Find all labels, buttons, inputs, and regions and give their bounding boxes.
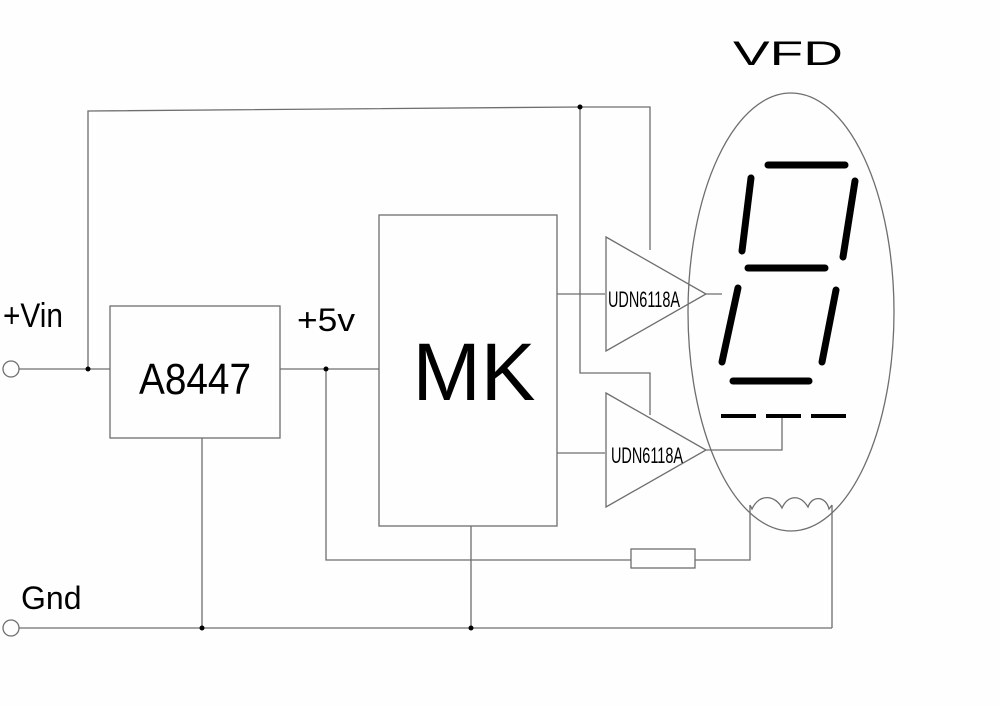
mcu-box [378,214,558,527]
junction-gnd-mk [468,625,474,631]
regulator-label: A8447 [139,355,251,404]
junction-top [577,104,583,110]
segment-b [839,177,859,261]
vfd-filament [749,496,833,511]
v5-label: +5v [297,302,355,338]
segment-e [718,284,742,366]
driver-bottom-label: UDN6118A [611,443,683,468]
junction-gnd-regulator [199,625,205,631]
vfd-envelope [687,92,895,532]
gnd-terminal [2,619,20,637]
driver-bottom-triangle [605,391,708,509]
gnd-label: Gnd [21,580,81,616]
wire-driver2-out [705,416,783,451]
regulator-box [109,305,281,439]
seven-segment-digit [718,161,859,385]
segment-c [818,286,840,366]
vin-label: +Vin [3,297,63,335]
wire-top-to-driver2 [579,107,651,415]
driver-top-triangle [605,235,708,353]
vfd-label: VFD [733,35,843,73]
junction-vin [85,366,91,372]
driver-top-label: UDN6118A [608,287,680,312]
vin-terminal [2,360,20,378]
resistor [630,548,696,569]
junction-5v [323,366,329,372]
segment-f [738,174,755,255]
wire-5v-to-resistor [325,369,631,561]
wire-resistor-to-filament [695,505,751,561]
mcu-label: MK [413,327,536,418]
